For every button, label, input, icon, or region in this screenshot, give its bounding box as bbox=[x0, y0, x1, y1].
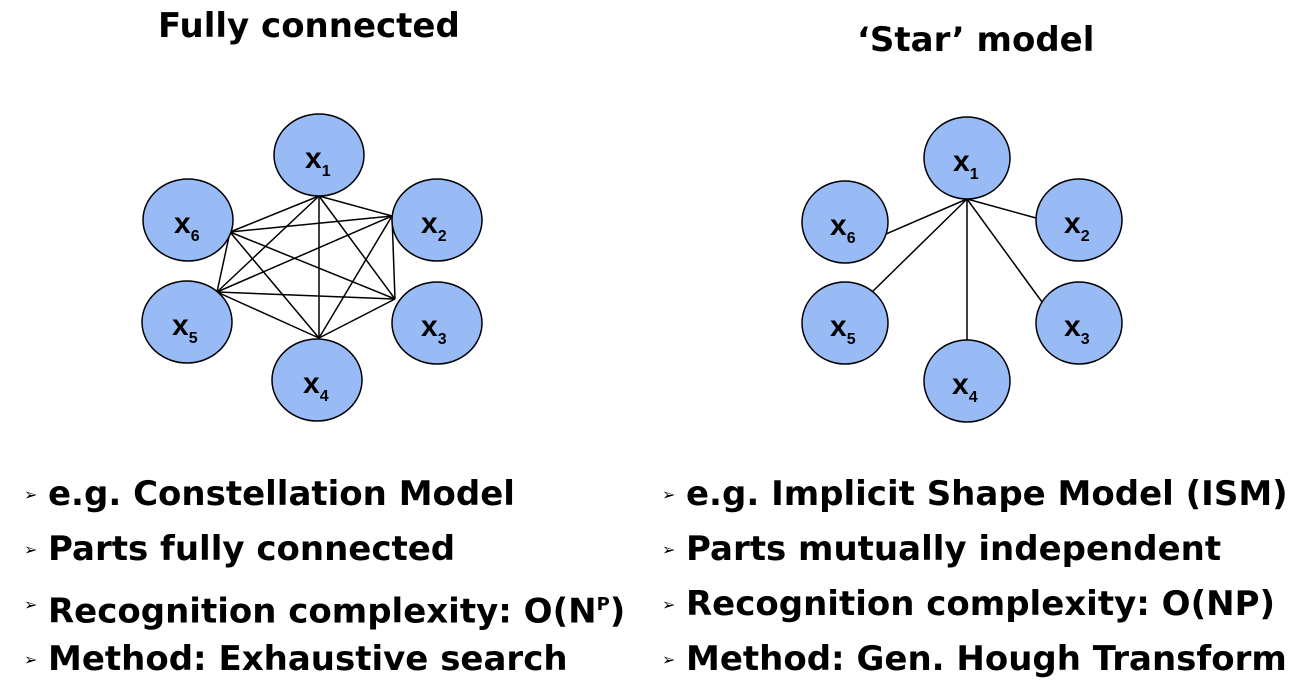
edge-2-4 bbox=[318, 215, 393, 339]
edge-4-6 bbox=[229, 231, 320, 339]
bullet-arrow-icon: ➢ bbox=[24, 650, 38, 669]
edge-2-6 bbox=[229, 215, 393, 233]
bullet-arrow-icon: ➢ bbox=[662, 650, 676, 669]
star-edge-1-2 bbox=[966, 198, 1037, 219]
edge-1-3 bbox=[318, 195, 396, 300]
star-edges bbox=[870, 198, 1043, 341]
bullet-item: ➢Recognition complexity: O(NP) bbox=[24, 577, 625, 632]
node-x1: x1 bbox=[273, 113, 365, 197]
edge-1-2 bbox=[318, 195, 393, 217]
bullet-arrow-icon: ➢ bbox=[662, 485, 676, 504]
star-node-x5: x5 bbox=[801, 281, 889, 365]
node-x3-label: x3 bbox=[421, 310, 447, 348]
star-model-title: ‘Star’ model bbox=[857, 20, 1095, 60]
edge-1-5 bbox=[216, 195, 320, 293]
node-x3: x3 bbox=[391, 281, 483, 365]
bullet-item: ➢e.g. Implicit Shape Model (ISM) bbox=[662, 467, 1288, 522]
star-node-x5-label: x5 bbox=[830, 310, 856, 348]
bullet-item: ➢Method: Gen. Hough Transform bbox=[662, 632, 1288, 687]
bullet-arrow-icon: ➢ bbox=[24, 485, 38, 504]
node-x5-label: x5 bbox=[172, 309, 198, 347]
star-node-x4-label: x4 bbox=[952, 368, 978, 406]
bullet-item: ➢Recognition complexity: O(NP) bbox=[662, 577, 1288, 632]
fully-connected-edges bbox=[216, 195, 396, 339]
node-x5: x5 bbox=[141, 280, 233, 364]
edge-2-5 bbox=[216, 215, 393, 293]
star-node-x3-label: x3 bbox=[1064, 310, 1090, 348]
star-node-x6-label: x6 bbox=[830, 209, 856, 247]
star-edge-1-5 bbox=[870, 198, 968, 294]
edge-1-6 bbox=[229, 195, 320, 233]
node-x2-label: x2 bbox=[421, 207, 447, 245]
star-node-x1: x1 bbox=[923, 116, 1011, 200]
star-node-x6: x6 bbox=[801, 180, 889, 264]
edge-4-5 bbox=[216, 291, 320, 339]
node-x2: x2 bbox=[391, 178, 483, 262]
star-node-x2-label: x2 bbox=[1064, 207, 1090, 245]
node-x4-label: x4 bbox=[303, 367, 329, 405]
edge-3-6 bbox=[229, 231, 396, 300]
star-model-bullets: ➢e.g. Implicit Shape Model (ISM) ➢Parts … bbox=[662, 467, 1288, 687]
node-x1-label: x1 bbox=[305, 142, 331, 180]
complexity-exponent: P bbox=[596, 594, 610, 615]
star-node-x4: x4 bbox=[923, 339, 1011, 423]
bullet-arrow-icon: ➢ bbox=[662, 595, 676, 614]
edge-3-5 bbox=[216, 291, 396, 300]
node-x4: x4 bbox=[271, 338, 363, 422]
bullet-arrow-icon: ➢ bbox=[662, 540, 676, 559]
star-node-x2: x2 bbox=[1035, 178, 1123, 262]
bullet-item: ➢Parts fully connected bbox=[24, 522, 625, 577]
bullet-arrow-icon: ➢ bbox=[24, 540, 38, 559]
node-x6: x6 bbox=[142, 178, 234, 262]
edge-3-4 bbox=[318, 298, 396, 339]
fully-connected-bullets: ➢e.g. Constellation Model ➢Parts fully c… bbox=[24, 467, 625, 687]
star-edge-1-3 bbox=[966, 198, 1043, 303]
bullet-arrow-icon: ➢ bbox=[24, 595, 38, 614]
bullet-item: ➢Method: Exhaustive search bbox=[24, 632, 625, 687]
fully-connected-title: Fully connected bbox=[158, 6, 460, 46]
bullet-item: ➢e.g. Constellation Model bbox=[24, 467, 625, 522]
bullet-item: ➢Parts mutually independent bbox=[662, 522, 1288, 577]
node-x6-label: x6 bbox=[174, 207, 200, 245]
edge-5-6 bbox=[216, 231, 231, 293]
star-node-x1-label: x1 bbox=[953, 145, 979, 183]
star-edge-1-6 bbox=[885, 198, 968, 235]
star-node-x3: x3 bbox=[1035, 281, 1123, 365]
